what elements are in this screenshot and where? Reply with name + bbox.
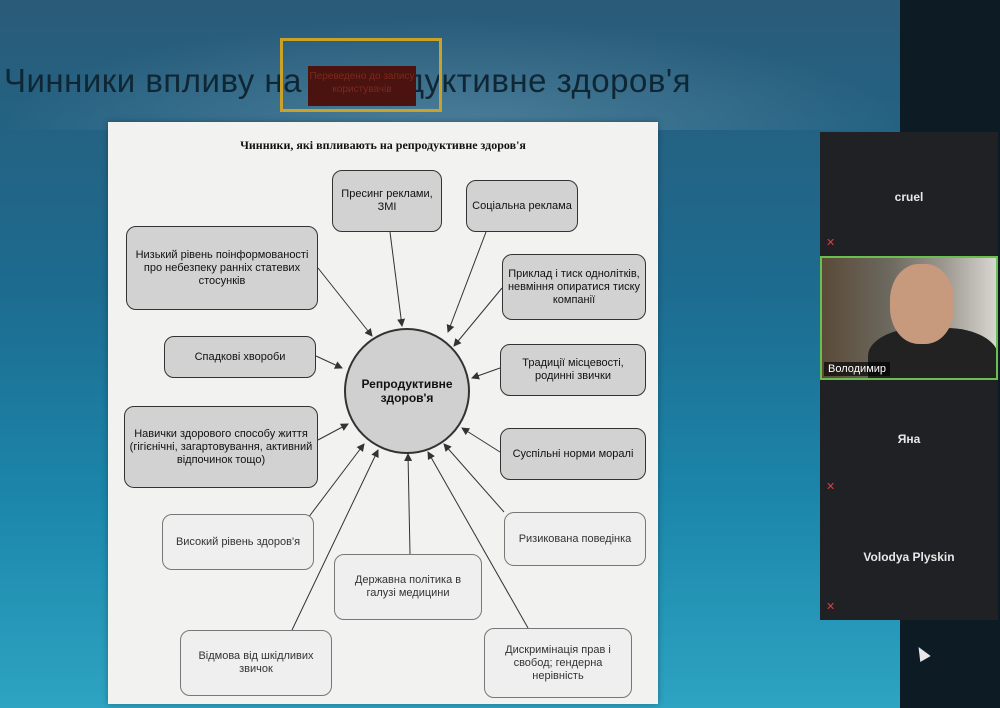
participant-tile[interactable]: cruel ✕ [820, 132, 998, 256]
participant-name: cruel [894, 190, 924, 204]
node-social-norms: Суспільні норми моралі [500, 428, 646, 480]
arrow-healthy-habits [317, 423, 349, 441]
node-hereditary-diseases: Спадкові хвороби [164, 336, 316, 378]
arrow-refusal [291, 449, 379, 631]
node-healthy-habits: Навички здорового способу життя (гігієні… [124, 406, 318, 488]
arrow-hereditary [315, 355, 343, 369]
arrow-peer-pressure [453, 287, 503, 347]
mic-off-icon: ✕ [826, 481, 836, 493]
presentation-slide: Чинники впливу на репродуктивне здоров'я… [0, 0, 900, 708]
participant-tile[interactable]: Яна ✕ [820, 380, 998, 500]
participants-panel: cruel ✕ Володимир Яна ✕ Volodya Plyskin … [820, 132, 998, 620]
node-media-pressure: Пресинг реклами, ЗМІ [332, 170, 442, 232]
overlay-caption: Переведено до запису користувачів [308, 66, 416, 106]
node-high-health: Високий рівень здоров'я [162, 514, 314, 570]
participant-name: Яна [897, 432, 921, 446]
mic-off-icon: ✕ [826, 237, 836, 249]
participant-name: Volodya Plyskin [863, 550, 955, 564]
mic-off-icon: ✕ [826, 601, 836, 613]
arrow-low-awareness [317, 267, 373, 337]
video-person-face [890, 264, 954, 344]
node-social-ads: Соціальна реклама [466, 180, 578, 232]
node-low-awareness: Низький рівень поінформованості про небе… [126, 226, 318, 310]
node-traditions: Традиції місцевості, родинні звички [500, 344, 646, 396]
center-node-reproductive-health: Репродуктивне здоров'я [344, 328, 470, 454]
node-peer-pressure: Приклад і тиск однолітків, невміння опир… [502, 254, 646, 320]
participant-tile[interactable]: Volodya Plyskin ✕ [820, 500, 998, 620]
participant-video-tile[interactable]: Володимир [820, 256, 998, 380]
slide-decoration [0, 10, 900, 130]
diagram-heading: Чинники, які впливають на репродуктивне … [240, 138, 526, 152]
caption-highlight-frame [280, 38, 442, 112]
node-risky-behavior: Ризикована поведінка [504, 512, 646, 566]
diagram-arrows [291, 231, 529, 631]
participant-name: Володимир [824, 362, 891, 376]
node-refusal-bad-habits: Відмова від шкідливих звичок [180, 630, 332, 696]
arrow-state-policy [404, 453, 413, 555]
node-state-policy: Державна політика в галузі медицини [334, 554, 482, 620]
factors-diagram: Чинники, які впливають на репродуктивне … [108, 122, 658, 704]
arrow-high-health [307, 443, 365, 519]
arrow-discrimination [427, 451, 529, 629]
node-discrimination: Дискримінація прав і свобод; гендерна не… [484, 628, 632, 698]
arrow-social-norms [461, 427, 501, 453]
arrow-pressing [389, 231, 406, 327]
arrow-social-ads [446, 231, 487, 333]
mouse-pointer-icon [913, 643, 931, 663]
arrow-traditions [471, 367, 501, 380]
arrow-risky-behavior [443, 443, 505, 513]
